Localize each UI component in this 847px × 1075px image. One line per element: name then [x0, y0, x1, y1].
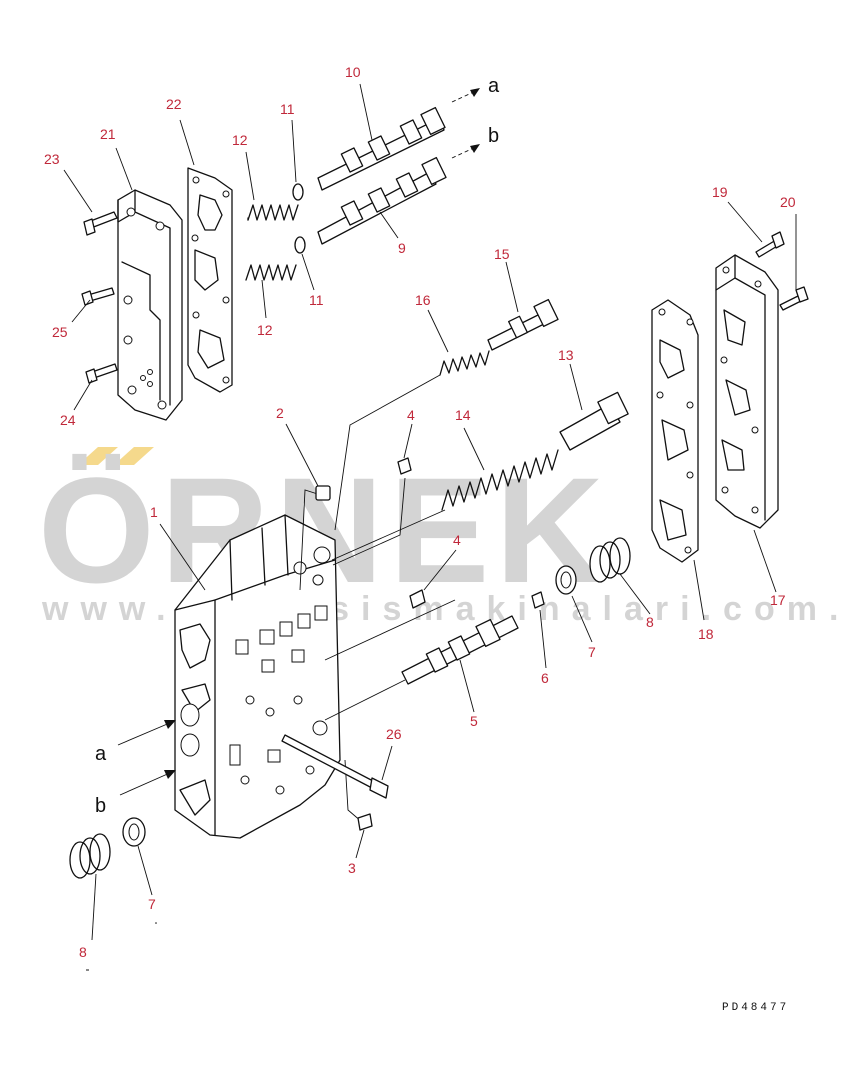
ring-11-upper	[292, 183, 304, 201]
flow-arrow-a-top	[451, 88, 480, 103]
plug-13	[559, 391, 629, 451]
callout-14: 14	[455, 407, 471, 423]
spool-5	[401, 615, 519, 685]
callout-21: 21	[100, 126, 116, 142]
bolt-20	[779, 286, 809, 311]
callout-12-lower: 12	[257, 322, 273, 338]
arrow-label-b-top: b	[488, 125, 499, 147]
bolt-23	[83, 211, 118, 236]
spring-8-left	[69, 833, 111, 879]
flow-arrow-b-left	[119, 770, 176, 796]
sleeve-7-left	[122, 817, 146, 847]
spool-9	[317, 156, 447, 245]
drawing-code: PD48477	[722, 1002, 789, 1014]
bolt-19	[755, 231, 785, 258]
callout-13: 13	[558, 347, 574, 363]
callout-8-right: 8	[646, 614, 654, 630]
plug-4-upper	[397, 457, 412, 475]
sleeve-7-right	[555, 565, 577, 595]
plug-3	[357, 813, 373, 831]
flow-arrow-a-left	[117, 720, 176, 746]
callout-9: 9	[398, 240, 406, 256]
callout-23: 23	[44, 151, 60, 167]
stray-mark	[155, 922, 157, 924]
gasket-22	[187, 167, 233, 393]
callout-3: 3	[348, 860, 356, 876]
spring-16	[439, 350, 490, 376]
watermark-dot-right	[114, 447, 154, 465]
callout-22: 22	[166, 96, 182, 112]
cover-plate-17	[715, 254, 779, 529]
watermark-url: www.operasismakinalari.com.tr	[41, 590, 847, 628]
plug-2	[315, 485, 331, 501]
spool-15	[487, 298, 559, 351]
cover-plate-21	[117, 189, 183, 421]
plug-4-lower	[409, 589, 426, 609]
callout-16: 16	[415, 292, 431, 308]
bolt-25	[81, 287, 115, 306]
callout-18: 18	[698, 626, 714, 642]
callout-19: 19	[712, 184, 728, 200]
spring-12-upper	[247, 204, 299, 221]
arrow-label-a-top: a	[488, 75, 500, 97]
callout-leaders	[63, 83, 797, 941]
callout-25: 25	[52, 324, 68, 340]
callout-11-upper: 11	[280, 101, 295, 117]
watermark-dot-left	[78, 447, 118, 465]
callout-7-right: 7	[588, 644, 596, 660]
callout-4-lower: 4	[453, 532, 461, 548]
callout-5: 5	[470, 713, 478, 729]
spring-14	[441, 449, 559, 511]
callout-26: 26	[386, 726, 402, 742]
spring-12-lower	[245, 264, 297, 281]
valve-body-1	[174, 514, 341, 839]
callout-17: 17	[770, 592, 786, 608]
bolt-26	[281, 734, 389, 799]
callout-7-left: 7	[148, 896, 156, 912]
callout-24: 24	[60, 412, 76, 428]
callouts: 1 2 3 4 4 5 6 7 7 8 8 9 10 11 11 12 12 1…	[44, 64, 796, 960]
plug-6	[531, 591, 545, 609]
bolt-24	[85, 363, 118, 384]
callout-12-upper: 12	[232, 132, 248, 148]
callout-10: 10	[345, 64, 361, 80]
assembly-lines	[299, 374, 456, 823]
callout-15: 15	[494, 246, 510, 262]
callout-1: 1	[150, 504, 158, 520]
callout-20: 20	[780, 194, 796, 210]
callout-11-lower: 11	[309, 292, 324, 308]
callout-2: 2	[276, 405, 284, 421]
gasket-18	[651, 299, 699, 563]
arrow-label-a-left: a	[95, 743, 107, 765]
arrow-label-b-left: b	[95, 795, 106, 817]
spool-10	[317, 106, 446, 191]
ring-11-lower	[294, 236, 306, 254]
callout-8-left: 8	[79, 944, 87, 960]
callout-4-upper: 4	[407, 407, 415, 423]
callout-6: 6	[541, 670, 549, 686]
flow-arrow-b-top	[451, 144, 480, 159]
